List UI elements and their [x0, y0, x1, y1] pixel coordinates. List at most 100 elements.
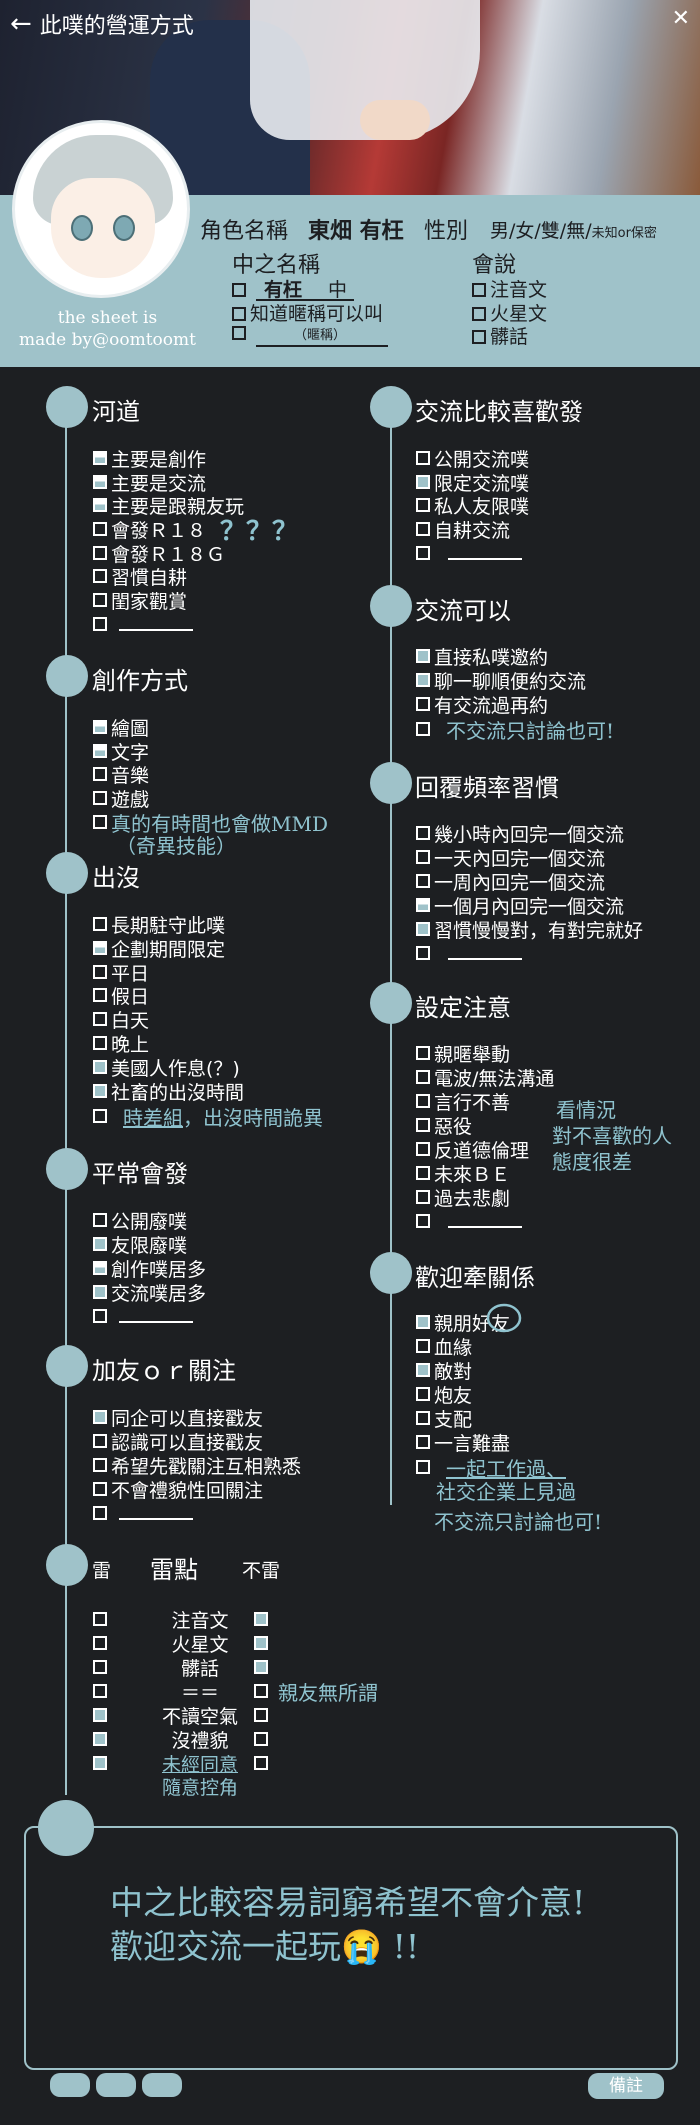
post-opt-1[interactable]: 公開廢噗 — [93, 1209, 187, 1233]
exchange-opt-4[interactable]: 自耕交流 — [416, 518, 510, 542]
memo-label-button[interactable]: 備註 — [588, 2073, 664, 2099]
reply-opt-4[interactable]: 一個月內回完一個交流 — [416, 894, 624, 918]
presence-opt-7[interactable]: 美國人作息(？) — [93, 1056, 240, 1080]
presence-opt-5[interactable]: 白天 — [93, 1008, 149, 1032]
exchange-ok-opt-3[interactable]: 有交流過再約 — [416, 693, 548, 717]
thunder-yes-6[interactable] — [254, 1728, 272, 1750]
thunder-no-5[interactable] — [93, 1704, 111, 1726]
nick-opt-2[interactable]: 知道暱稱可以叫 — [232, 299, 383, 326]
checkbox-icon — [93, 617, 107, 631]
river-opt-1[interactable]: 主要是創作 — [93, 447, 206, 471]
setting-opt-3[interactable]: 言行不善 — [416, 1090, 510, 1114]
thunder-no-1[interactable] — [93, 1608, 111, 1630]
checkbox-icon — [93, 767, 107, 781]
thunder-no-7[interactable] — [93, 1752, 111, 1774]
checkbox-icon — [416, 1214, 430, 1228]
presence-opt-8[interactable]: 社畜的出沒時間 — [93, 1080, 244, 1104]
post-opt-4[interactable]: 交流噗居多 — [93, 1281, 206, 1305]
checkbox-icon — [93, 1012, 107, 1026]
friend-opt-4[interactable]: 不會禮貌性回關注 — [93, 1478, 263, 1502]
close-icon[interactable]: ✕ — [671, 6, 690, 31]
checkbox-icon — [416, 1142, 430, 1156]
setting-opt-blank[interactable] — [416, 1210, 522, 1232]
exchange-opt-2[interactable]: 限定交流噗 — [416, 471, 529, 495]
setting-opt-7[interactable]: 過去悲劇 — [416, 1186, 510, 1210]
presence-opt-6[interactable]: 晚上 — [93, 1032, 149, 1056]
creation-opt-4[interactable]: 遊戲 — [93, 787, 149, 811]
friend-opt-1[interactable]: 同企可以直接戳友 — [93, 1406, 263, 1430]
relation-opt-1[interactable]: 親朋好友 — [416, 1311, 510, 1335]
back-button[interactable]: ← 此噗的營運方式 — [10, 8, 194, 40]
thunder-no-4[interactable] — [93, 1680, 111, 1702]
setting-opt-5[interactable]: 反道德倫理 — [416, 1138, 529, 1162]
footer-tab-2[interactable] — [96, 2073, 136, 2097]
reply-opt-3[interactable]: 一周內回完一個交流 — [416, 870, 605, 894]
river-opt-6[interactable]: 習慣自耕 — [93, 565, 187, 589]
exchange-ok-opt-2[interactable]: 聊一聊順便約交流 — [416, 669, 586, 693]
relation-opt-6[interactable]: 一言難盡 — [416, 1431, 510, 1455]
river-opt-4[interactable]: 會發Ｒ１８？？？ — [93, 517, 298, 547]
relation-opt-4[interactable]: 炮友 — [416, 1383, 472, 1407]
section-dot — [46, 1345, 88, 1387]
friend-opt-2[interactable]: 認識可以直接戳友 — [93, 1430, 263, 1454]
footer-tab-1[interactable] — [50, 2073, 90, 2097]
exchange-opt-blank[interactable] — [416, 542, 522, 564]
checkbox-icon — [93, 1213, 107, 1227]
river-opt-2[interactable]: 主要是交流 — [93, 471, 206, 495]
thunder-yes-3[interactable] — [254, 1656, 272, 1678]
friend-opt-blank[interactable] — [93, 1502, 193, 1524]
thunder-no-6[interactable] — [93, 1728, 111, 1750]
nick-opt-3[interactable]: （暱稱） — [232, 322, 346, 344]
exchange-ok-opt-1[interactable]: 直接私噗邀約 — [416, 645, 548, 669]
relation-opt-extra[interactable]: 一起工作過、 — [416, 1456, 566, 1481]
creation-opt-extra[interactable]: 真的有時間也會做MMD — [93, 811, 328, 836]
lang-opt-1[interactable]: 注音文 — [472, 275, 547, 302]
setting-note-1: 看情況 — [556, 1098, 616, 1122]
presence-opt-4[interactable]: 假日 — [93, 984, 149, 1008]
lang-opt-2[interactable]: 火星文 — [472, 299, 547, 326]
reply-opt-blank[interactable] — [416, 942, 522, 964]
post-opt-3[interactable]: 創作噗居多 — [93, 1257, 206, 1281]
blank-line — [448, 558, 522, 560]
creation-opt-1[interactable]: 繪圖 — [93, 716, 149, 740]
setting-opt-6[interactable]: 未來ＢＥ — [416, 1162, 510, 1186]
setting-opt-4[interactable]: 惡役 — [416, 1114, 472, 1138]
relation-opt-5[interactable]: 支配 — [416, 1407, 472, 1431]
thunder-yes-5[interactable] — [254, 1704, 272, 1726]
reply-opt-5[interactable]: 習慣慢慢對，有對完就好 — [416, 918, 643, 942]
reply-opt-1[interactable]: 幾小時內回完一個交流 — [416, 822, 624, 846]
thunder-yes-1[interactable] — [254, 1608, 272, 1630]
presence-opt-2[interactable]: 企劃期間限定 — [93, 937, 225, 961]
made-by-1: the sheet is — [57, 308, 158, 328]
relation-opt-2[interactable]: 血緣 — [416, 1335, 472, 1359]
creation-opt-2[interactable]: 文字 — [93, 740, 149, 764]
exchange-opt-3[interactable]: 私人友限噗 — [416, 494, 529, 518]
post-opt-blank[interactable] — [93, 1305, 193, 1327]
relation-opt-3[interactable]: 敵對 — [416, 1359, 472, 1383]
exchange-ok-opt-extra[interactable]: 不交流只討論也可! — [416, 718, 614, 743]
nick-opt-1[interactable]: 有枉中 — [232, 275, 347, 302]
river-opt-7[interactable]: 閨家觀賞 — [93, 589, 187, 613]
river-opt-3[interactable]: 主要是跟親友玩 — [93, 494, 244, 518]
setting-opt-1[interactable]: 親暱舉動 — [416, 1042, 510, 1066]
thunder-yes-2[interactable] — [254, 1632, 272, 1654]
river-opt-5[interactable]: 會發Ｒ１８Ｇ — [93, 542, 225, 566]
section-dot — [370, 762, 412, 804]
friend-opt-3[interactable]: 希望先戳關注互相熟悉 — [93, 1454, 301, 1478]
creation-opt-3[interactable]: 音樂 — [93, 763, 149, 787]
exchange-opt-1[interactable]: 公開交流噗 — [416, 447, 529, 471]
setting-opt-2[interactable]: 電波/無法溝通 — [416, 1066, 554, 1090]
river-opt-blank[interactable] — [93, 613, 193, 635]
presence-opt-1[interactable]: 長期駐守此噗 — [93, 913, 225, 937]
thunder-yes-7[interactable] — [254, 1752, 272, 1774]
thunder-no-3[interactable] — [93, 1656, 111, 1678]
post-opt-2[interactable]: 友限廢噗 — [93, 1233, 187, 1257]
reply-opt-2[interactable]: 一天內回完一個交流 — [416, 846, 605, 870]
thunder-no-2[interactable] — [93, 1632, 111, 1654]
footer-tab-3[interactable] — [142, 2073, 182, 2097]
presence-opt-extra[interactable]: 時差組，出沒時間詭異 — [93, 1105, 323, 1130]
thunder-yes-4[interactable]: 親友無所謂 — [254, 1680, 378, 1705]
checkbox-icon — [93, 1506, 107, 1520]
lang-opt-3[interactable]: 髒話 — [472, 322, 528, 349]
presence-opt-3[interactable]: 平日 — [93, 961, 149, 985]
